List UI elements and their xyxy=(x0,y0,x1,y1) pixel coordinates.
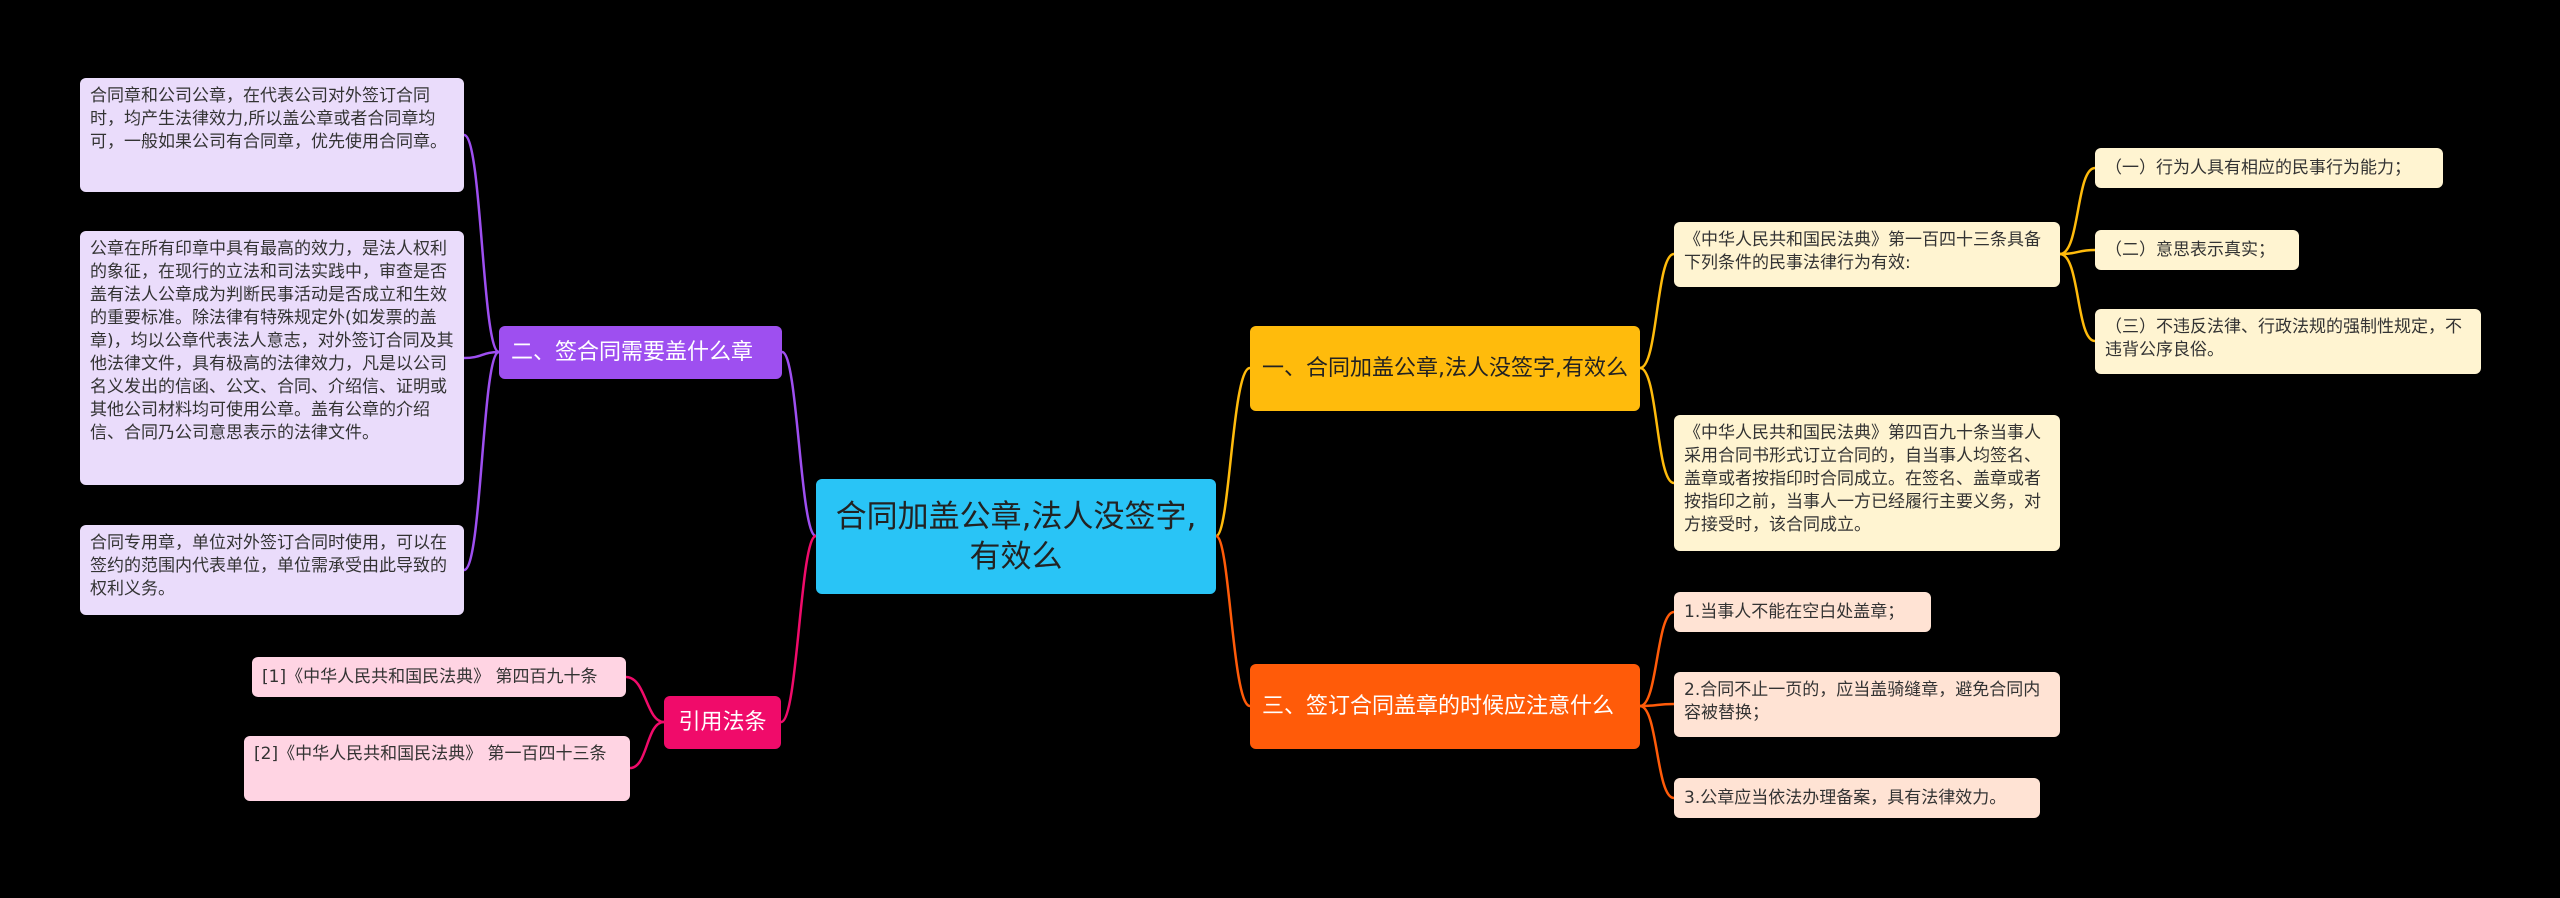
connector-condition2 xyxy=(2059,248,2096,256)
connector-seals-item1 xyxy=(462,133,501,354)
connector-validity-item1 xyxy=(1639,252,1675,370)
connector-condition3 xyxy=(2059,252,2096,343)
connector-notes-item1 xyxy=(1639,610,1675,708)
condition-item-capacity[interactable]: （一）行为人具有相应的民事行为能力； xyxy=(2095,148,2443,188)
citation-item-490[interactable]: [1]《中华人民共和国民法典》 第四百九十条 xyxy=(252,657,626,697)
branch-citations[interactable]: 引用法条 xyxy=(664,696,781,749)
leaf-text: （三）不违反法律、行政法规的强制性规定，不违背公序良俗。 xyxy=(2105,317,2462,360)
branch-citations-label: 引用法条 xyxy=(678,710,767,735)
branch-notes[interactable]: 三、签订合同盖章的时候应注意什么 xyxy=(1250,664,1640,749)
notes-item-blank-space[interactable]: 1.当事人不能在空白处盖章； xyxy=(1674,592,1931,632)
seal-item-dedicated-seal[interactable]: 合同专用章，单位对外签订合同时使用，可以在签约的范围内代表单位，单位需承受由此导… xyxy=(80,525,464,615)
root-topic-label: 合同加盖公章,法人没签字,有效么 xyxy=(835,498,1197,575)
validity-item-article-143[interactable]: 《中华人民共和国民法典》第一百四十三条具备下列条件的民事法律行为有效: xyxy=(1674,222,2060,287)
citation-item-143[interactable]: [2]《中华人民共和国民法典》 第一百四十三条 xyxy=(244,736,630,801)
branch-notes-label: 三、签订合同盖章的时候应注意什么 xyxy=(1262,694,1615,719)
leaf-text: （一）行为人具有相应的民事行为能力； xyxy=(2105,157,2411,178)
leaf-text: [2]《中华人民共和国民法典》 第一百四十三条 xyxy=(254,744,607,764)
leaf-text: 3.公章应当依法办理备案，具有法律效力。 xyxy=(1684,787,2007,808)
connector-notes-item2 xyxy=(1639,702,1675,708)
connector-seals-item3 xyxy=(462,350,501,572)
leaf-text: 公章在所有印章中具有最高的效力，是法人权利的象征，在现行的立法和司法实践中，审查… xyxy=(90,239,454,443)
condition-item-legality[interactable]: （三）不违反法律、行政法规的强制性规定，不违背公序良俗。 xyxy=(2095,309,2481,374)
notes-item-registration[interactable]: 3.公章应当依法办理备案，具有法律效力。 xyxy=(1674,778,2040,818)
seal-item-contract-seal[interactable]: 合同章和公司公章，在代表公司对外签订合同时，均产生法律效力,所以盖公章或者合同章… xyxy=(80,78,464,192)
connector-root-citations xyxy=(780,534,818,724)
connector-root-seals xyxy=(780,350,818,538)
branch-seals[interactable]: 二、签合同需要盖什么章 xyxy=(499,326,782,379)
branch-validity-label: 一、合同加盖公章,法人没签字,有效么 xyxy=(1262,356,1628,381)
leaf-text: 《中华人民共和国民法典》第四百九十条当事人采用合同书形式订立合同的，自当事人均签… xyxy=(1684,423,2041,535)
root-topic[interactable]: 合同加盖公章,法人没签字,有效么 xyxy=(816,479,1216,594)
notes-item-seam-seal[interactable]: 2.合同不止一页的，应当盖骑缝章，避免合同内容被替换； xyxy=(1674,672,2060,737)
connector-condition1 xyxy=(2059,166,2096,256)
leaf-text: （二）意思表示真实； xyxy=(2105,239,2275,260)
leaf-text: 1.当事人不能在空白处盖章； xyxy=(1684,601,1905,622)
leaf-text: 合同专用章，单位对外签订合同时使用，可以在签约的范围内代表单位，单位需承受由此导… xyxy=(90,533,447,599)
seal-item-official-seal[interactable]: 公章在所有印章中具有最高的效力，是法人权利的象征，在现行的立法和司法实践中，审查… xyxy=(80,231,464,485)
connector-validity-item2 xyxy=(1639,366,1675,485)
connector-root-validity xyxy=(1214,366,1251,538)
branch-seals-label: 二、签合同需要盖什么章 xyxy=(511,340,754,365)
leaf-text: 合同章和公司公章，在代表公司对外签订合同时，均产生法律效力,所以盖公章或者合同章… xyxy=(90,86,447,152)
leaf-text: 2.合同不止一页的，应当盖骑缝章，避免合同内容被替换； xyxy=(1684,680,2041,723)
leaf-text: [1]《中华人民共和国民法典》 第四百九十条 xyxy=(262,666,598,687)
leaf-text: 《中华人民共和国民法典》第一百四十三条具备下列条件的民事法律行为有效: xyxy=(1684,230,2041,273)
validity-item-article-490[interactable]: 《中华人民共和国民法典》第四百九十条当事人采用合同书形式订立合同的，自当事人均签… xyxy=(1674,415,2060,551)
branch-validity[interactable]: 一、合同加盖公章,法人没签字,有效么 xyxy=(1250,326,1640,411)
condition-item-intent[interactable]: （二）意思表示真实； xyxy=(2095,230,2299,270)
connector-citation2 xyxy=(629,720,665,770)
connector-seals-item2 xyxy=(463,350,500,360)
connector-root-notes xyxy=(1214,534,1251,708)
connector-notes-item3 xyxy=(1639,704,1675,800)
connector-citation1 xyxy=(625,675,665,724)
